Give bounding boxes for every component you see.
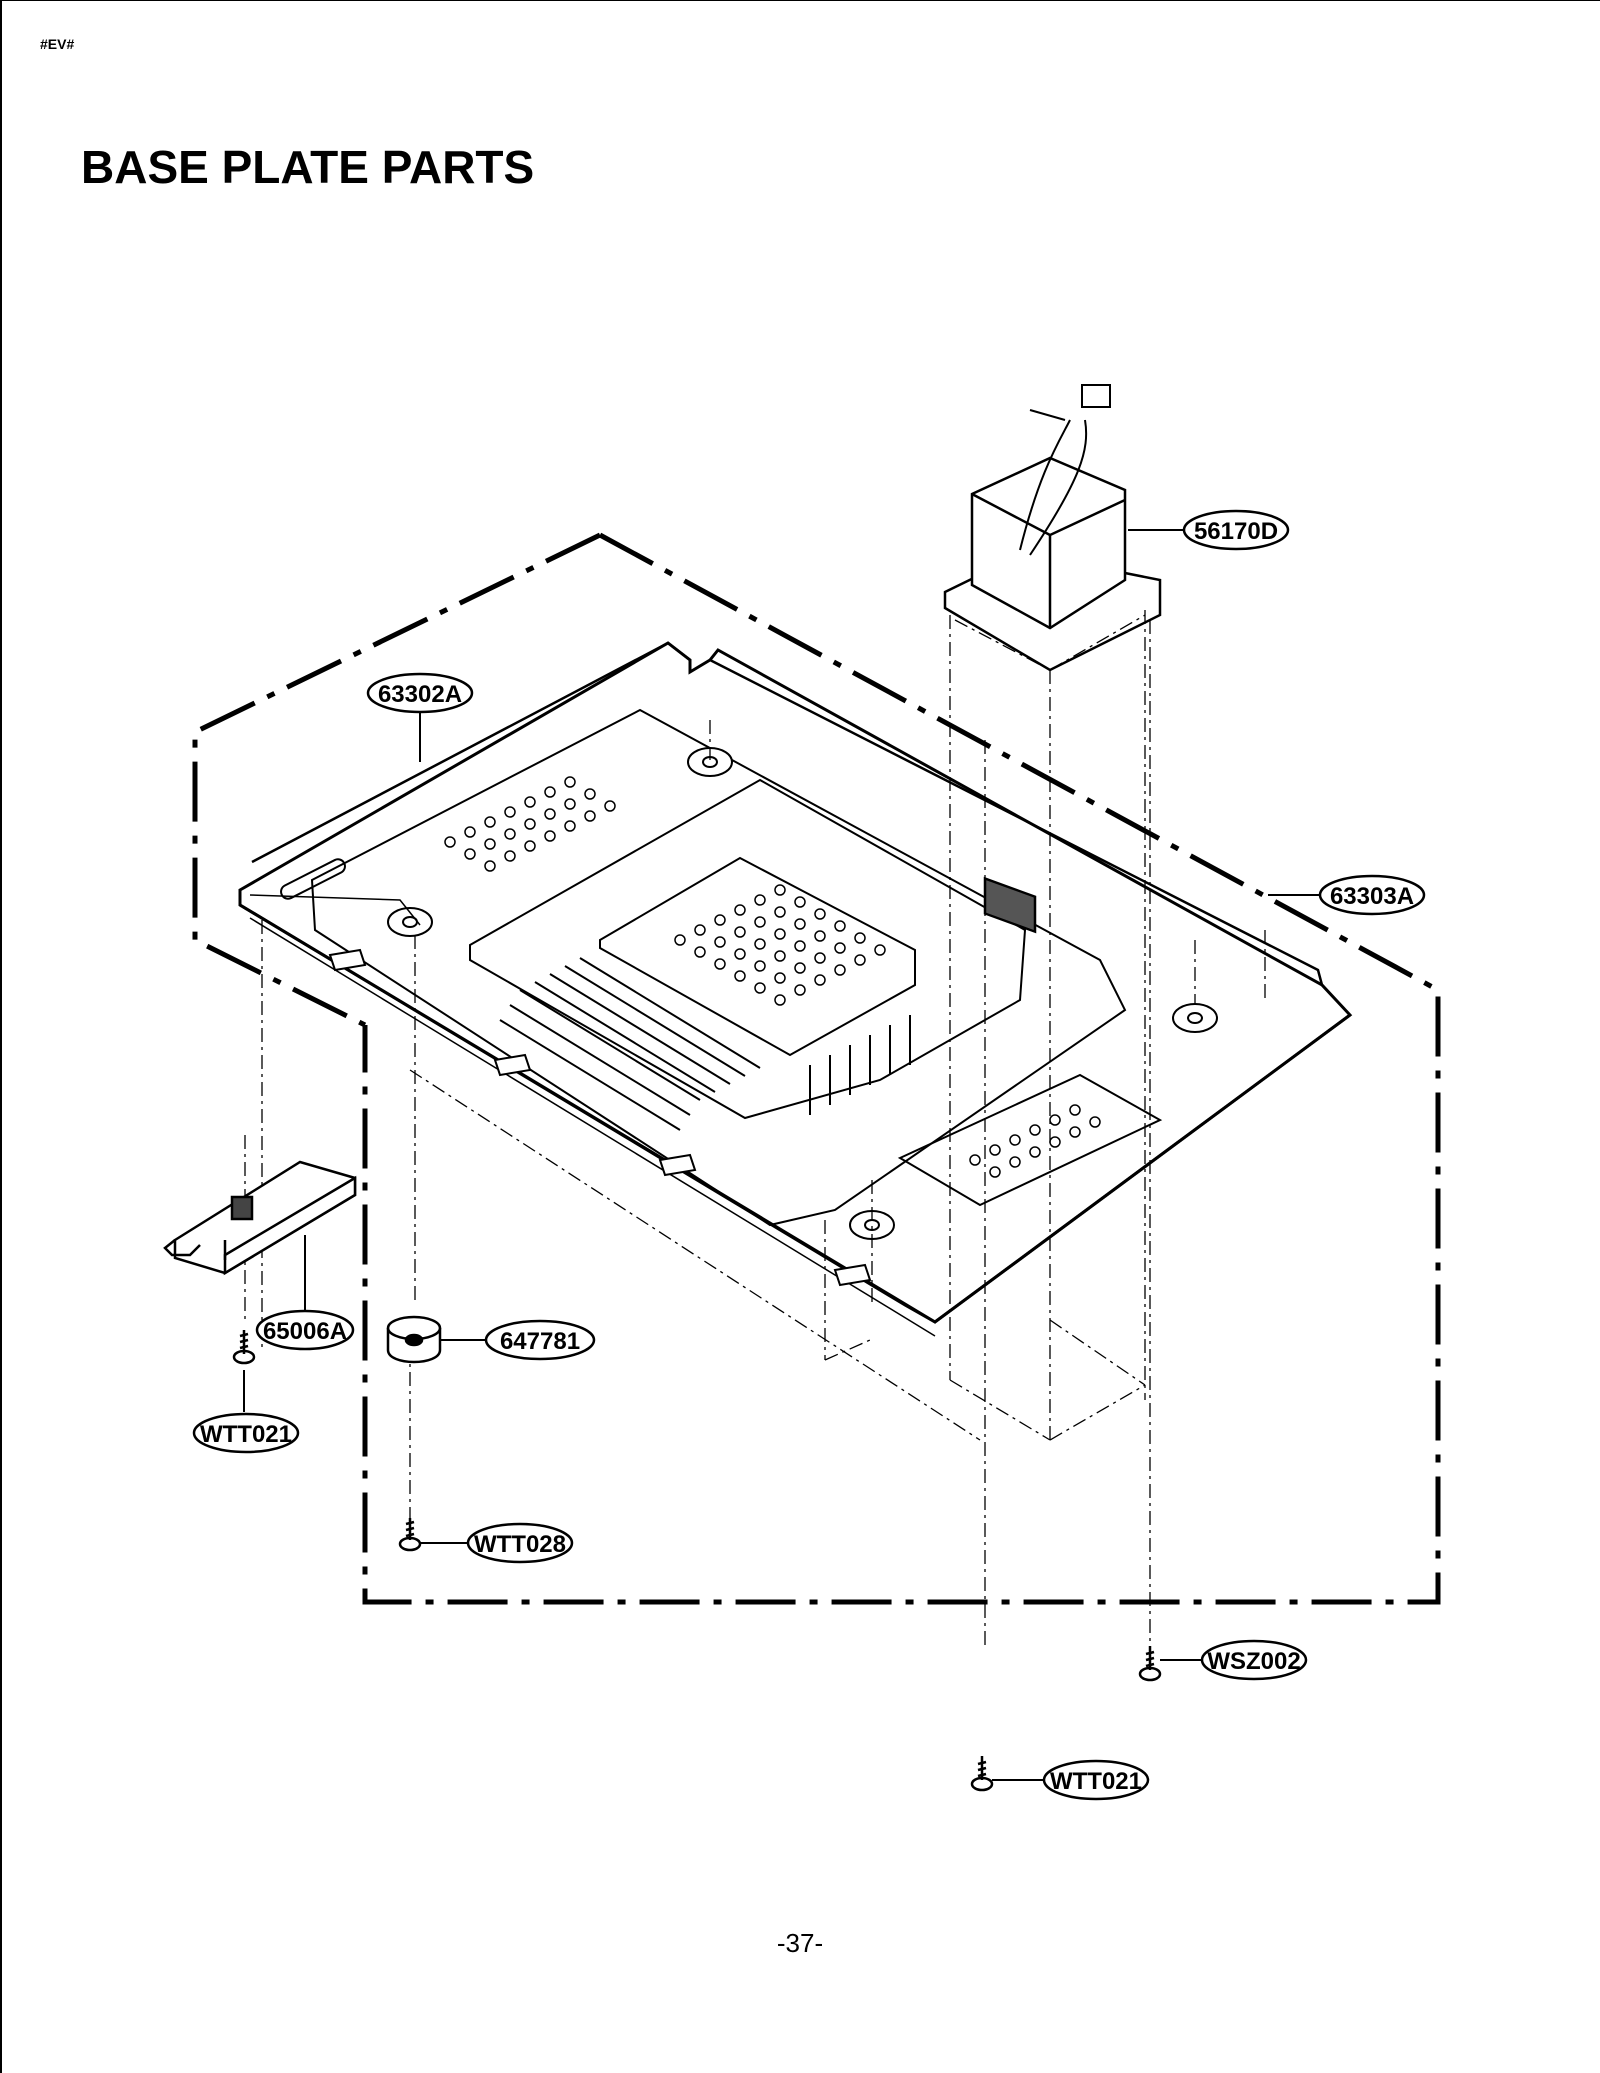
foot-icon xyxy=(386,1315,442,1364)
page-title: BASE PLATE PARTS xyxy=(81,141,535,193)
part-label-65006A: 65006A xyxy=(263,1318,347,1345)
part-label-WTT021-left: WTT021 xyxy=(200,1421,292,1448)
callout-647781 xyxy=(484,1319,596,1361)
screw-icon xyxy=(232,1330,1162,1792)
assembly-boundary-icon xyxy=(192,532,1441,1605)
callout-65006A xyxy=(255,1309,355,1351)
part-label-WTT028: WTT028 xyxy=(474,1531,566,1558)
callout-WSZ002 xyxy=(1200,1639,1308,1681)
part-label-63302A: 63302A xyxy=(378,681,462,708)
doc-tag: #EV# xyxy=(40,36,75,52)
bracket-icon xyxy=(163,1160,357,1276)
part-label-WTT021-bottom: WTT021 xyxy=(1050,1768,1142,1795)
transformer-icon xyxy=(943,384,1162,934)
callout-56170D xyxy=(1182,509,1290,551)
part-label-56170D: 56170D xyxy=(1194,518,1278,545)
part-label-647781: 647781 xyxy=(500,1328,580,1355)
page-number: -37- xyxy=(776,1928,824,1958)
callout-WTT021-bottom xyxy=(1042,1759,1150,1801)
callout-WTT021-left xyxy=(192,1412,300,1454)
part-label-WSZ002: WSZ002 xyxy=(1207,1648,1300,1675)
callout-WTT028 xyxy=(466,1522,574,1564)
callout-63303A xyxy=(1318,874,1426,916)
callout-63302A xyxy=(366,672,474,714)
part-label-63303A: 63303A xyxy=(1330,883,1414,910)
base-plate-icon xyxy=(238,641,1353,1337)
